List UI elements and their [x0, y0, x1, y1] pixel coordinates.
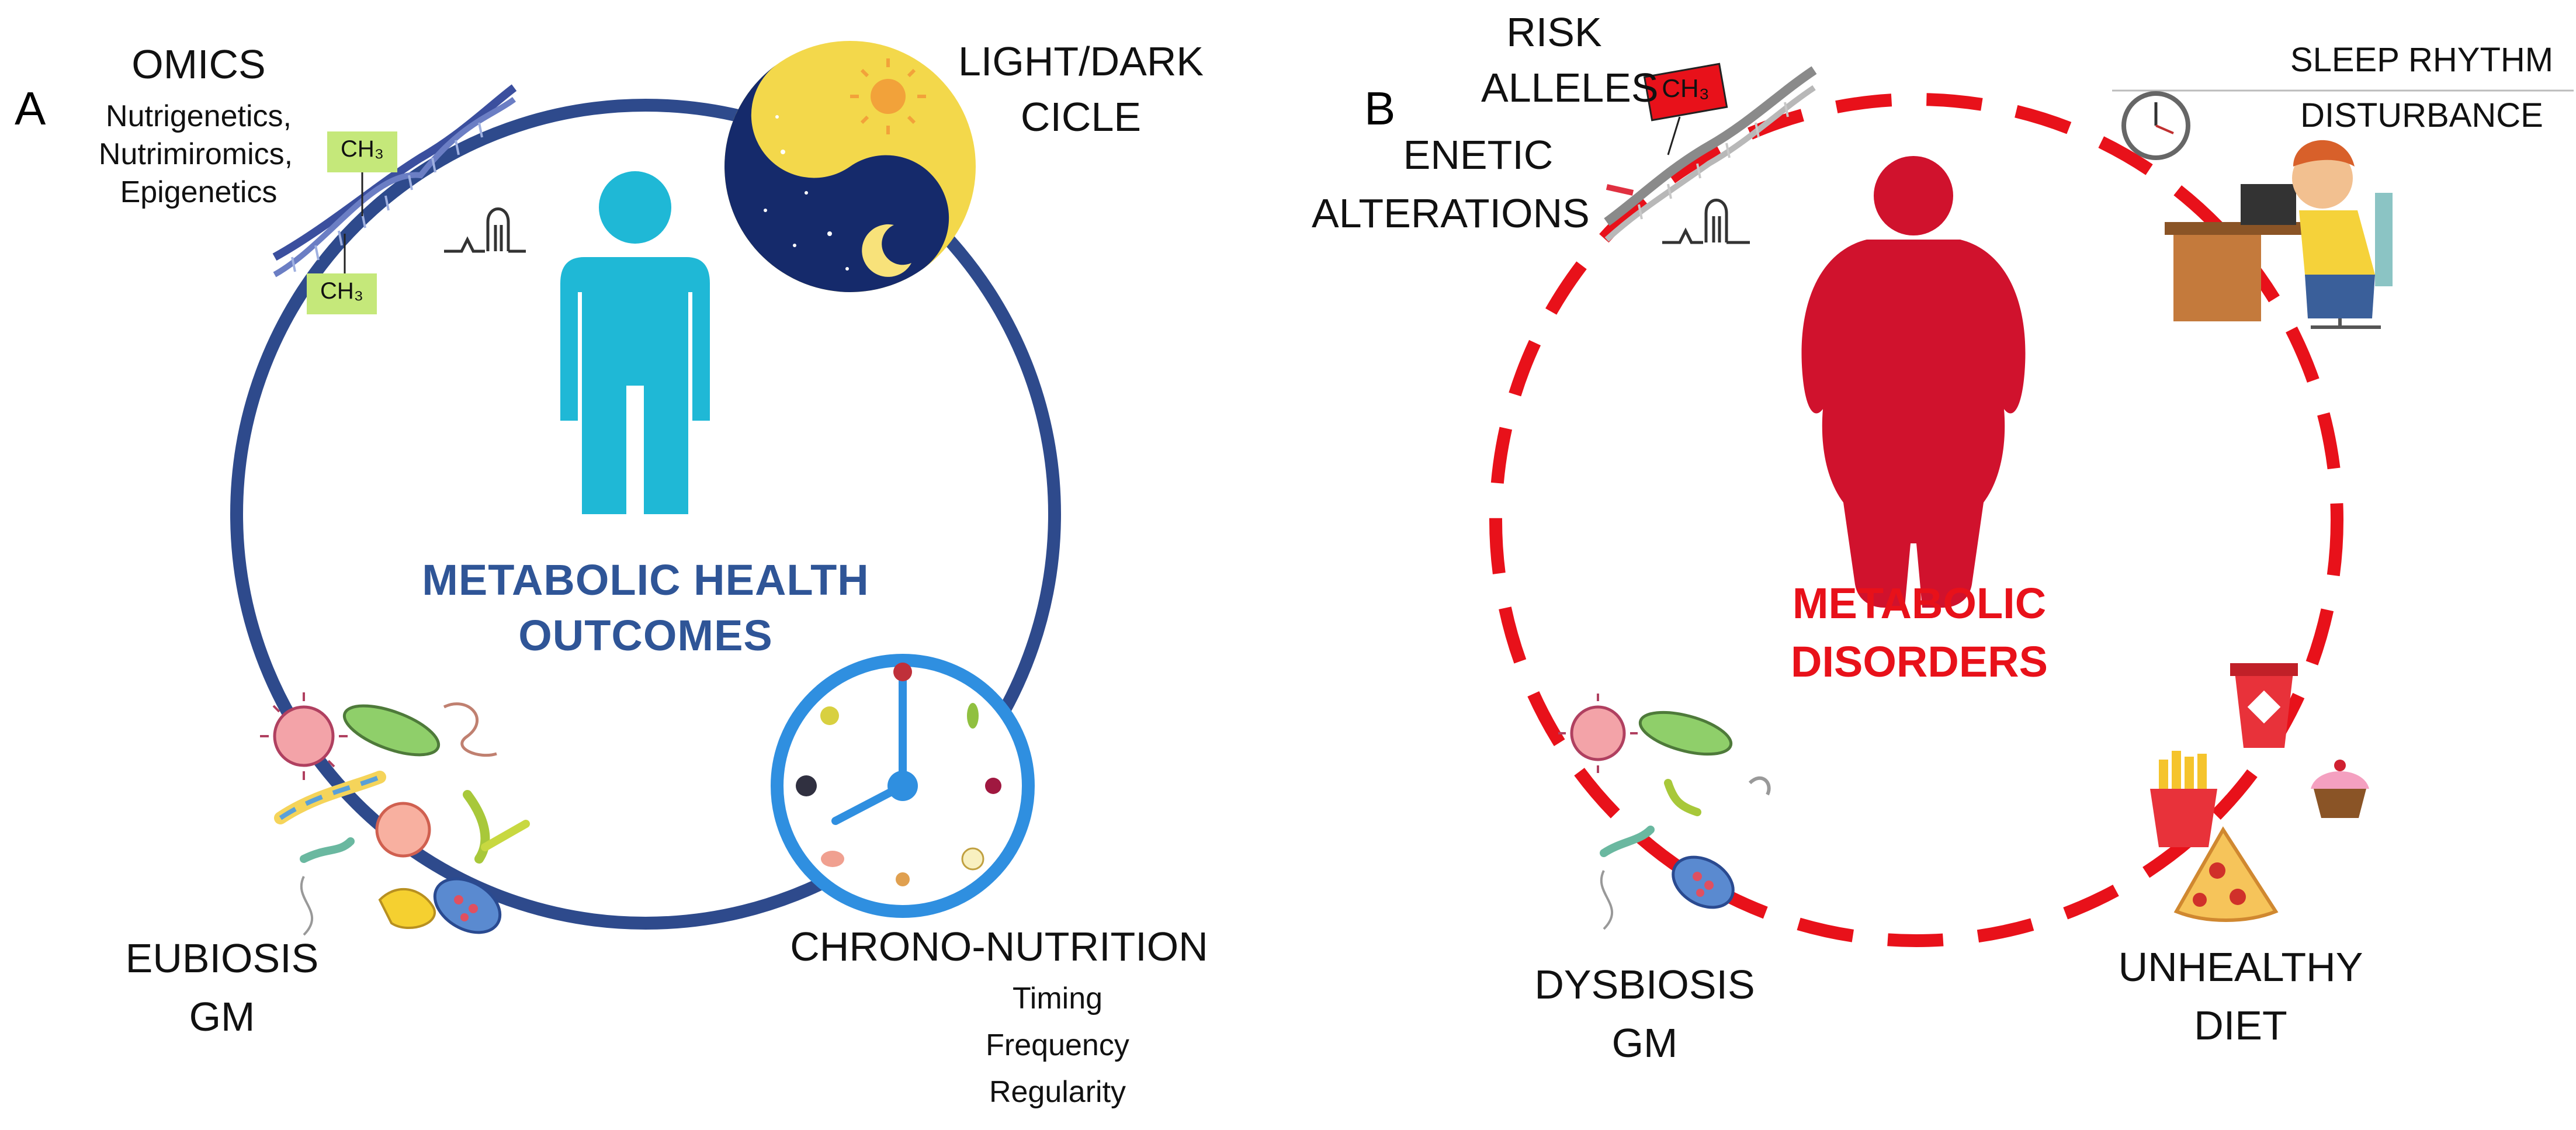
disorders-title-line1: METABOLIC: [1792, 579, 2047, 628]
panel-a: A OMICS Nutrigenetics, Nutrimiromics, Ep…: [15, 39, 1208, 1109]
health-title-line2: OUTCOMES: [518, 611, 773, 660]
panel-a-letter: A: [15, 82, 46, 134]
panel-b-graphics: [1489, 63, 2574, 947]
dysbiosis-label-line1: DYSBIOSIS: [1534, 962, 1755, 1007]
soda-cup-icon: [2230, 663, 2298, 748]
yin-yang-light-dark-icon: [724, 41, 976, 292]
unhealthy-diet-line2: DIET: [2194, 1003, 2287, 1048]
dysbiosis-label-line2: GM: [1611, 1020, 1678, 1066]
chrono-nutrition-title: CHRONO-NUTRITION: [790, 924, 1208, 969]
methyl-tag-risk-icon: [1643, 63, 1728, 155]
methyl-tag-risk-label: CH₃: [1662, 74, 1710, 103]
methyl-tag-bottom-icon: [307, 234, 377, 314]
obese-person-icon: [1801, 156, 2026, 608]
healthy-person-icon: [560, 171, 710, 514]
sleep-rhythm-line2: DISTURBANCE: [2300, 96, 2543, 134]
light-dark-label-line2: CICLE: [1020, 94, 1142, 140]
risk-alleles-line1: RISK: [1506, 9, 1602, 55]
genetic-alterations-line2: ALTERATIONS: [1312, 190, 1590, 236]
unhealthy-diet-line1: UNHEALTHY: [2118, 944, 2363, 990]
chrono-regularity: Regularity: [989, 1075, 1126, 1109]
panel-a-graphics: [230, 41, 1061, 936]
french-fries-icon: [2150, 751, 2217, 847]
light-dark-label-line1: LIGHT/DARK: [958, 39, 1204, 84]
methyl-tag-top-icon: [327, 131, 397, 216]
pizza-slice-icon: [2173, 826, 2279, 922]
methyl-tag-bottom-label: CH₃: [320, 278, 364, 304]
wall-clock-icon: [2121, 91, 2190, 160]
omics-nutrimiromics: Nutrimiromics,: [98, 137, 293, 171]
genetic-alterations-line1: ENETIC: [1403, 132, 1554, 178]
risk-alleles-line2: ALLELES: [1481, 65, 1659, 110]
meal-clock-icon: [771, 654, 1035, 918]
health-title-line1: METABOLIC HEALTH: [422, 556, 869, 604]
eubiosis-label-line2: GM: [189, 994, 255, 1039]
tired-person-at-desk-icon: [2165, 140, 2393, 329]
panel-b-letter: B: [1364, 82, 1396, 134]
disorders-title-line2: DISORDERS: [1791, 637, 2048, 686]
microbes-eubiosis-icon: [260, 692, 530, 936]
dna-helix-icon: [272, 84, 517, 278]
chrono-frequency: Frequency: [986, 1028, 1129, 1062]
health-cycle-ring: [230, 99, 1061, 930]
eubiosis-label-line1: EUBIOSIS: [125, 935, 319, 981]
methyl-tag-top-label: CH₃: [340, 136, 384, 162]
cupcake-icon: [2311, 760, 2369, 818]
dna-helix-risk-icon: [1604, 66, 1817, 242]
microbes-dysbiosis-icon: [1558, 694, 1771, 930]
omics-epigenetics: Epigenetics: [120, 175, 278, 209]
mirna-hairpin-b-icon: [1662, 199, 1750, 244]
panel-b: B RISK ALLELES CH₃ ENETIC ALTERATIONS SL…: [1288, 0, 2576, 1130]
chrono-timing: Timing: [1012, 982, 1103, 1015]
mirna-hairpin-icon: [444, 207, 526, 253]
disorder-cycle-ring: [1489, 93, 2343, 947]
omics-title: OMICS: [131, 41, 266, 87]
omics-nutrigenetics: Nutrigenetics,: [106, 99, 292, 133]
sleep-rhythm-line1: SLEEP RHYTHM: [2290, 41, 2554, 79]
